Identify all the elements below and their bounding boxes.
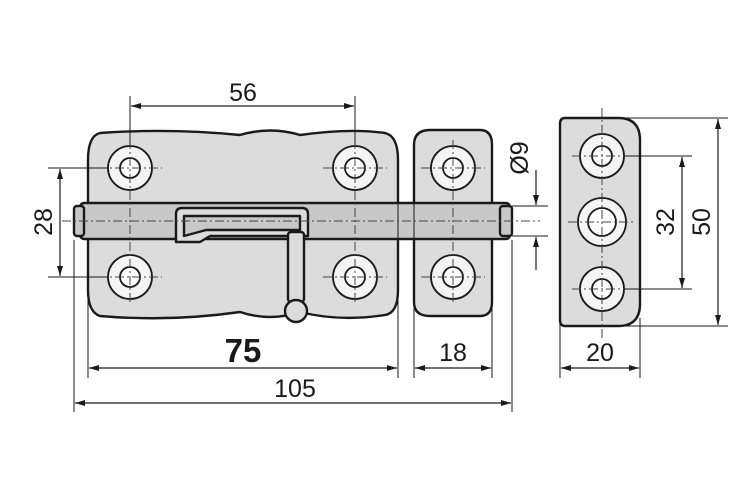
dimension-56: 56: [129, 79, 356, 145]
bolt-handle: [283, 230, 309, 324]
dimension-28-label: 28: [30, 208, 58, 236]
bolt-slot: [174, 206, 310, 244]
side-center-lines: [568, 108, 636, 338]
dimension-18-label: 18: [439, 339, 467, 367]
dimension-105: 105: [73, 240, 513, 412]
keeper-hole-top: [430, 145, 476, 191]
dimension-28: 28: [30, 167, 108, 278]
dimension-20-label: 20: [586, 339, 614, 367]
dimension-diameter-9-label: Ø9: [506, 141, 534, 174]
dimension-56-label: 56: [229, 79, 257, 107]
dimension-32: 32: [624, 155, 692, 290]
center-lines: [62, 140, 540, 305]
dimension-105-label: 105: [274, 375, 316, 403]
dimension-50-label: 50: [688, 208, 716, 236]
dimension-diameter-9: Ø9: [506, 141, 548, 270]
dimension-75-label: 75: [225, 332, 262, 369]
dimension-20: 20: [559, 318, 641, 378]
dimension-50: 50: [618, 117, 728, 327]
dimension-18: 18: [413, 300, 493, 378]
dimension-32-label: 32: [652, 208, 680, 236]
dimension-75: 75: [87, 300, 399, 378]
